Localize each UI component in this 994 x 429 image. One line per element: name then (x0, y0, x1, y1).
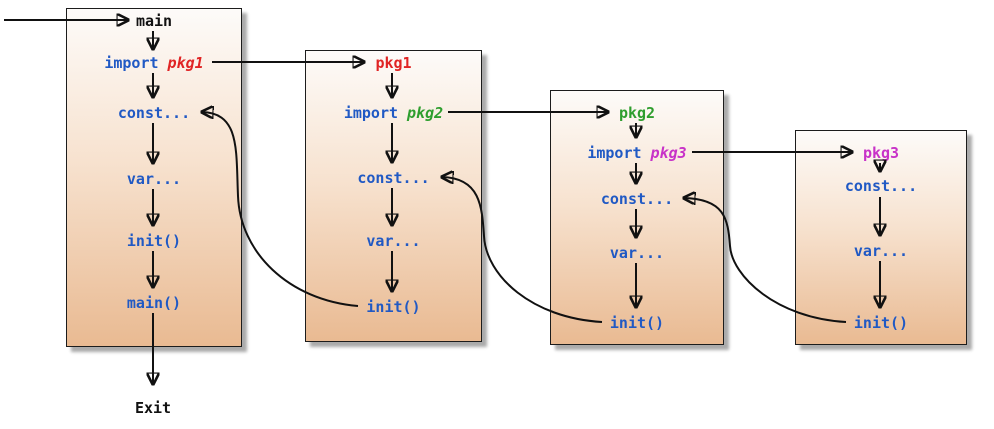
import-keyword: import (104, 54, 159, 72)
pkg3-package-title: pkg3 (862, 144, 900, 162)
pkg1-package-title: pkg1 (375, 54, 412, 72)
pkg3-var-label: var... (853, 242, 909, 260)
pkg1-init-label: init() (366, 298, 421, 316)
pkg1-import-statement: import pkg2 (306, 103, 481, 123)
pkg1-package-box: pkg1 import pkg2 const... var... init() (305, 50, 482, 342)
import-target-pkg2: pkg2 (407, 104, 444, 122)
pkg2-init-label: init() (609, 314, 665, 332)
pkg2-package-title: pkg2 (618, 104, 656, 122)
pkg3-const-label: const... (844, 177, 918, 195)
main-init-label: init() (126, 232, 182, 250)
import-keyword: import (587, 144, 642, 162)
pkg2-const-label: const... (600, 190, 674, 208)
main-const-label: const... (117, 104, 191, 122)
main-var-label: var... (126, 170, 182, 188)
main-package-box: main import pkg1 const... var... init() m… (66, 8, 242, 347)
import-target-pkg3: pkg3 (650, 144, 687, 162)
pkg1-const-label: const... (357, 169, 430, 187)
main-package-title: main (135, 12, 173, 30)
pkg3-init-label: init() (853, 314, 909, 332)
main-import-statement: import pkg1 (67, 53, 241, 73)
pkg1-var-label: var... (366, 232, 421, 250)
exit-label: Exit (134, 399, 172, 417)
main-main-label: main() (126, 294, 182, 312)
pkg3-package-box: pkg3 const... var... init() (795, 130, 967, 345)
pkg2-import-statement: import pkg3 (551, 143, 723, 163)
import-target-pkg1: pkg1 (167, 54, 204, 72)
pkg2-var-label: var... (609, 244, 665, 262)
import-keyword: import (343, 104, 399, 122)
pkg2-package-box: pkg2 import pkg3 const... var... init() (550, 90, 724, 345)
